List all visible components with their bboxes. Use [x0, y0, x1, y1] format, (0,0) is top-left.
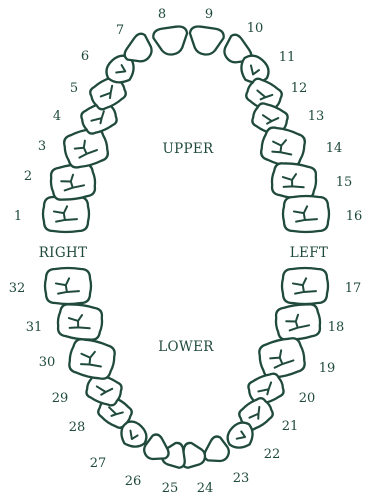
left-side-label: LEFT [290, 245, 328, 261]
tooth-30-crown [66, 336, 117, 382]
tooth-number-14: 14 [326, 141, 343, 156]
tooth-number-20: 20 [299, 391, 316, 406]
tooth-number-29: 29 [52, 391, 69, 406]
tooth-number-16: 16 [346, 209, 363, 224]
tooth-number-2: 2 [24, 169, 32, 184]
upper-arch-label: UPPER [162, 141, 214, 157]
tooth-number-25: 25 [162, 481, 179, 495]
tooth-32-crown [45, 268, 91, 304]
right-side-label: RIGHT [39, 245, 88, 261]
tooth-number-17: 17 [345, 281, 362, 296]
tooth-18[interactable] [274, 302, 322, 342]
tooth-8[interactable] [152, 25, 189, 56]
tooth-number-7: 7 [116, 23, 124, 38]
tooth-31-crown [56, 302, 104, 342]
tooth-number-11: 11 [279, 50, 296, 65]
tooth-number-24: 24 [197, 481, 214, 495]
tooth-17[interactable] [282, 268, 328, 304]
tooth-19[interactable] [256, 335, 307, 381]
tooth-number-32: 32 [9, 281, 26, 296]
tooth-18-crown [274, 302, 322, 342]
tooth-15-crown [270, 161, 318, 201]
tooth-1-crown [43, 196, 89, 232]
tooth-31[interactable] [56, 302, 104, 342]
tooth-8-crown [152, 25, 189, 56]
tooth-32[interactable] [45, 268, 91, 304]
tooth-15[interactable] [270, 161, 318, 201]
tooth-1[interactable] [43, 196, 89, 232]
tooth-2[interactable] [49, 162, 97, 202]
tooth-3[interactable] [61, 125, 111, 170]
tooth-number-27: 27 [90, 456, 107, 471]
tooth-2-crown [49, 162, 97, 202]
lower-arch-label: LOWER [158, 339, 214, 355]
tooth-number-26: 26 [125, 474, 142, 489]
tooth-number-21: 21 [282, 419, 299, 434]
tooth-number-30: 30 [39, 355, 56, 370]
tooth-number-31: 31 [26, 320, 43, 335]
tooth-number-15: 15 [336, 175, 353, 190]
tooth-number-3: 3 [38, 139, 46, 154]
tooth-number-22: 22 [264, 447, 281, 462]
tooth-number-8: 8 [158, 7, 166, 22]
tooth-number-6: 6 [81, 49, 89, 64]
tooth-number-10: 10 [247, 21, 264, 36]
tooth-19-crown [256, 335, 307, 381]
tooth-number-19: 19 [319, 361, 336, 376]
tooth-3-crown [61, 125, 111, 170]
tooth-9-crown [187, 25, 224, 56]
tooth-number-13: 13 [308, 109, 325, 124]
tooth-number-12: 12 [291, 81, 308, 96]
tooth-17-crown [282, 268, 328, 304]
tooth-number-1: 1 [14, 209, 22, 224]
tooth-number-9: 9 [205, 7, 213, 22]
tooth-number-4: 4 [53, 109, 61, 124]
tooth-number-5: 5 [70, 81, 78, 96]
tooth-16-crown [283, 196, 329, 232]
tooth-number-18: 18 [328, 320, 345, 335]
tooth-9[interactable] [187, 25, 224, 56]
tooth-30[interactable] [66, 336, 117, 382]
tooth-number-23: 23 [233, 471, 250, 486]
tooth-number-28: 28 [69, 420, 86, 435]
tooth-16[interactable] [283, 196, 329, 232]
